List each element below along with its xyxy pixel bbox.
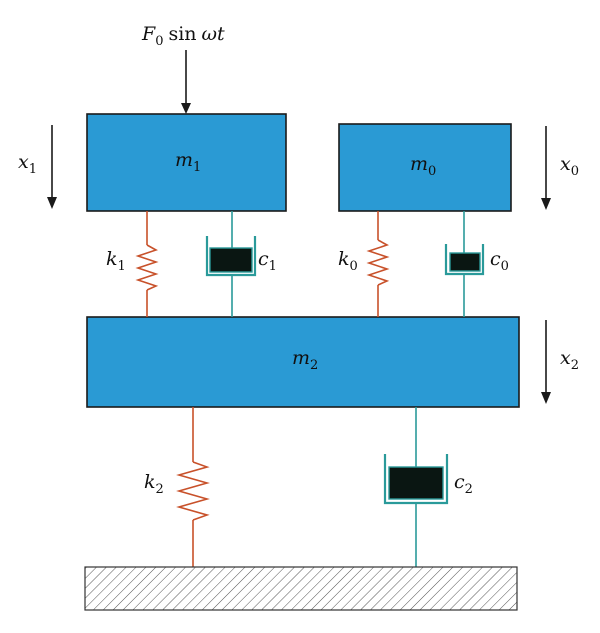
mass-m1-label: m1 (175, 149, 201, 175)
spring-label-k2: k2 (144, 471, 164, 497)
mass-m2-label: m2 (292, 347, 318, 373)
mass-m2 (86, 316, 520, 408)
displacement-label-x0: x0 (560, 153, 579, 179)
spring-label-k1: k1 (106, 248, 126, 274)
displacement-arrow-x1 (47, 125, 57, 209)
damper-c0 (444, 211, 485, 317)
spring-k2 (176, 407, 210, 567)
ground (84, 566, 518, 611)
mass-m0-label: m0 (410, 153, 436, 179)
damper-label-c1: c1 (258, 248, 277, 274)
displacement-arrow-x0 (541, 126, 551, 210)
spring-label-k0: k0 (338, 248, 358, 274)
damper-c1 (205, 211, 257, 317)
displacement-label-x1: x1 (18, 151, 37, 177)
mass-m0 (338, 123, 512, 212)
damper-label-c0: c0 (490, 248, 509, 274)
damper-c2 (383, 407, 449, 567)
displacement-arrow-x2 (541, 320, 551, 404)
force-arrow (181, 50, 191, 114)
mass-m1 (86, 113, 287, 212)
spring-k0 (366, 211, 390, 317)
displacement-label-x2: x2 (560, 347, 579, 373)
damper-label-c2: c2 (454, 471, 473, 497)
spring-k1 (135, 211, 159, 317)
